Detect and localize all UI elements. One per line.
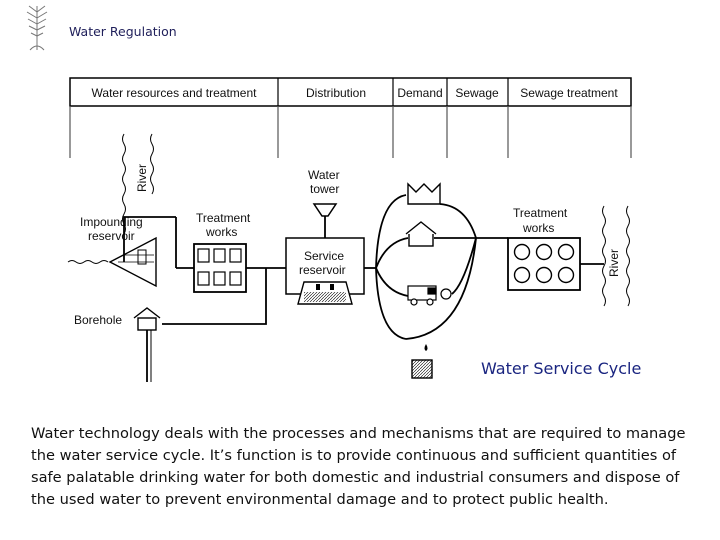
water-cycle-diagram: Water resources and treatment Distributi…	[67, 77, 632, 382]
service-reservoir-tank-icon	[297, 281, 353, 305]
header-title: Water Regulation	[69, 24, 177, 39]
treatment-works-1-label-2: works	[205, 225, 237, 239]
left-river-icon	[122, 133, 154, 235]
service-reservoir-label-2: reservoir	[299, 263, 346, 277]
right-river-icon	[602, 205, 630, 307]
treatment-works-1-label: Treatment	[196, 211, 251, 225]
factory-icon	[407, 182, 441, 205]
treatment-works-2-label-2: works	[522, 221, 554, 235]
stage-header-band	[69, 77, 632, 107]
house-icon	[405, 221, 437, 247]
treatment-works-1-icon	[193, 243, 247, 293]
treatment-works-2-icon	[507, 237, 581, 291]
diagram-caption: Water Service Cycle	[481, 359, 642, 378]
column-header-demand: Demand	[397, 86, 442, 100]
vehicle-icon	[407, 285, 452, 306]
impounding-reservoir-label: Impounding	[80, 215, 143, 229]
water-tap-icon	[411, 344, 433, 379]
right-river-label: River	[607, 249, 621, 277]
service-reservoir-label: Service	[304, 249, 344, 263]
borehole-label: Borehole	[74, 313, 122, 327]
water-tower-label-2: tower	[310, 182, 339, 196]
left-river-label: River	[135, 164, 149, 192]
column-header-resources: Water resources and treatment	[92, 86, 258, 100]
water-tower-icon	[312, 203, 338, 238]
column-header-sewage: Sewage	[455, 86, 499, 100]
impounding-reservoir-label-2: reservoir	[88, 229, 135, 243]
impounding-reservoir-icon	[67, 236, 157, 288]
treatment-works-2-label: Treatment	[513, 206, 568, 220]
column-header-sewage-treatment: Sewage treatment	[520, 86, 618, 100]
body-paragraph: Water technology deals with the processe…	[31, 425, 686, 508]
column-header-distribution: Distribution	[306, 86, 366, 100]
borehole-icon	[133, 307, 161, 382]
plant-logo-icon	[26, 5, 48, 51]
water-tower-label: Water	[308, 168, 340, 182]
